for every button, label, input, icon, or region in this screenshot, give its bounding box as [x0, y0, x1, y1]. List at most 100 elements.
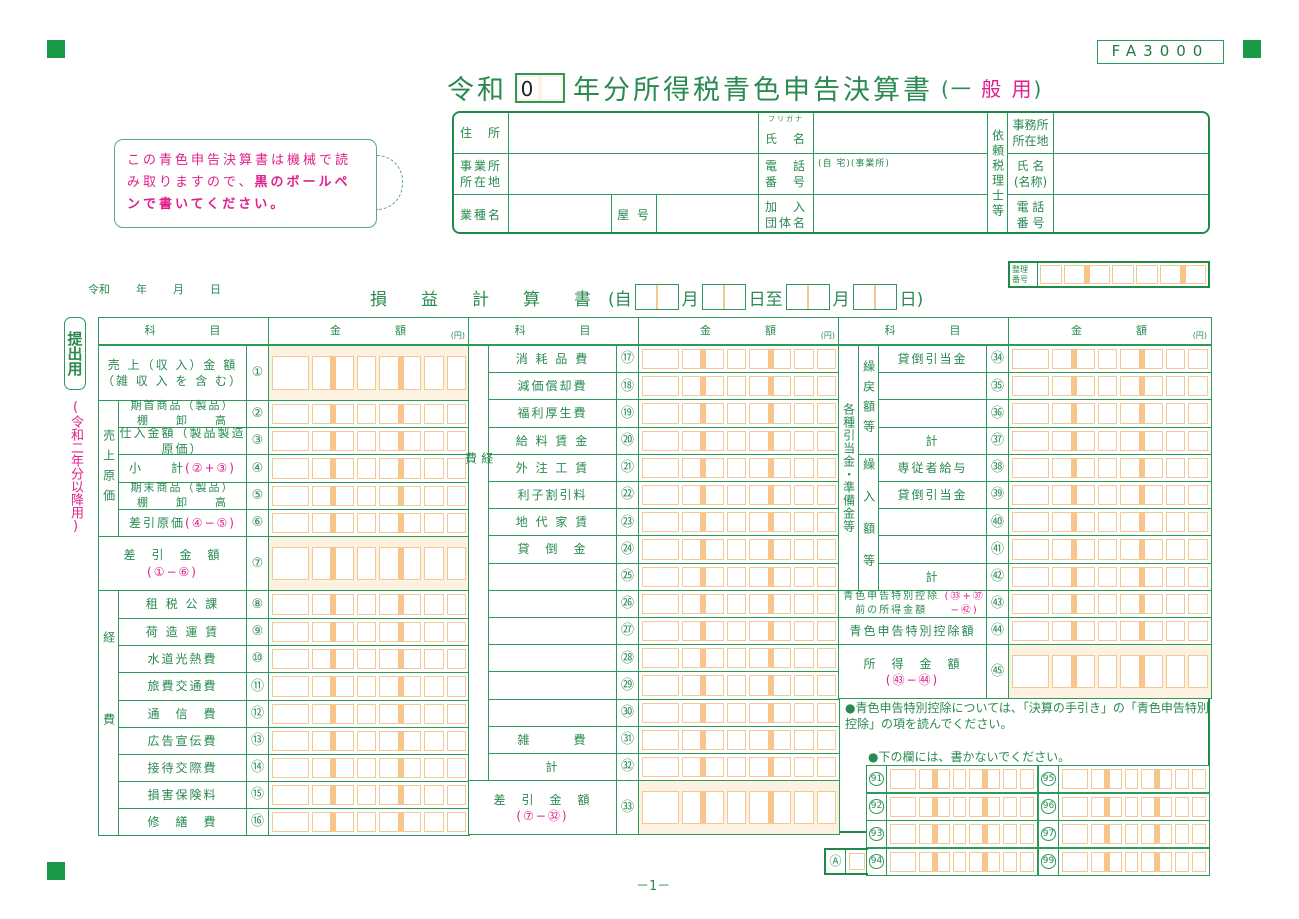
digit-box[interactable]: [379, 486, 399, 506]
digit-box[interactable]: [1003, 824, 1018, 844]
digit-box[interactable]: [356, 758, 377, 778]
digit-box[interactable]: [330, 547, 354, 580]
digit-box[interactable]: [681, 621, 702, 642]
digit-box[interactable]: [700, 457, 724, 479]
digit-box[interactable]: [1012, 376, 1050, 397]
digit-box[interactable]: [379, 547, 399, 580]
digit-box[interactable]: [767, 349, 792, 370]
digit-box[interactable]: [642, 430, 679, 451]
digit-box[interactable]: [794, 376, 814, 397]
digit-box[interactable]: [918, 824, 933, 844]
amount-input[interactable]: [638, 589, 840, 618]
digit-box[interactable]: [1097, 349, 1118, 370]
digit-box[interactable]: [379, 404, 399, 424]
digit-box[interactable]: [272, 758, 309, 778]
digit-box[interactable]: [681, 648, 702, 669]
digit-box[interactable]: [816, 675, 836, 696]
digit-box[interactable]: [749, 349, 769, 370]
amount-input[interactable]: [638, 780, 840, 836]
amount-input[interactable]: [638, 644, 840, 673]
digit-box[interactable]: [1071, 512, 1095, 533]
amount-input[interactable]: [268, 618, 470, 646]
digit-box[interactable]: [767, 593, 792, 615]
amount-input[interactable]: [268, 509, 470, 537]
digit-box[interactable]: [356, 458, 377, 479]
digit-box[interactable]: [1124, 769, 1139, 789]
digit-box[interactable]: [311, 356, 332, 390]
digit-box[interactable]: [1192, 796, 1207, 817]
ref-digit-box[interactable]: [1180, 265, 1206, 284]
digit-box[interactable]: [726, 430, 747, 451]
digit-box[interactable]: [397, 458, 422, 479]
digit-box[interactable]: [1141, 824, 1156, 844]
digit-box[interactable]: [446, 676, 466, 697]
digit-box[interactable]: [446, 812, 466, 832]
digit-box[interactable]: [379, 731, 399, 751]
amount-input[interactable]: [268, 672, 470, 701]
digit-box[interactable]: [749, 403, 769, 424]
digit-box[interactable]: [1103, 824, 1122, 844]
digit-box[interactable]: [272, 547, 309, 580]
digit-box[interactable]: [1188, 403, 1209, 424]
digit-box[interactable]: [424, 431, 444, 451]
digit-box[interactable]: [446, 458, 466, 479]
digit-box[interactable]: [969, 824, 984, 844]
digit-box[interactable]: [794, 702, 814, 723]
digit-box[interactable]: [311, 704, 332, 724]
amount-input[interactable]: [638, 345, 840, 374]
amount-input[interactable]: [1008, 372, 1212, 401]
digit-box[interactable]: [1120, 430, 1141, 451]
digit-box[interactable]: [749, 376, 769, 397]
digit-box[interactable]: [424, 785, 444, 805]
digit-box[interactable]: [446, 513, 466, 533]
amount-input[interactable]: [638, 508, 840, 537]
digit-box[interactable]: [356, 431, 377, 451]
amount-input[interactable]: [638, 453, 840, 482]
digit-box[interactable]: [1071, 457, 1095, 479]
digit-box[interactable]: [816, 512, 836, 533]
amount-input[interactable]: [268, 400, 470, 428]
amount-input[interactable]: [268, 454, 470, 483]
digit-box[interactable]: [311, 547, 332, 580]
digit-box[interactable]: [397, 431, 422, 451]
amount-input[interactable]: [638, 481, 840, 510]
digit-box[interactable]: [794, 648, 814, 669]
digit-box[interactable]: [272, 704, 309, 724]
ref-digit-box[interactable]: [1112, 265, 1134, 284]
digit-box[interactable]: [1165, 403, 1186, 424]
digit-box[interactable]: [767, 648, 792, 669]
digit-box[interactable]: [1141, 851, 1156, 872]
digit-box[interactable]: [1124, 824, 1139, 844]
digit-box[interactable]: [1120, 621, 1141, 642]
digit-box[interactable]: [767, 485, 792, 506]
digit-box[interactable]: [1139, 485, 1163, 506]
digit-box[interactable]: [700, 621, 724, 642]
digit-box[interactable]: [311, 594, 332, 615]
digit-box[interactable]: [982, 769, 1001, 789]
digit-box[interactable]: [356, 785, 377, 805]
digit-box[interactable]: [642, 648, 679, 669]
digit-box[interactable]: [1052, 430, 1072, 451]
digit-box[interactable]: [356, 486, 377, 506]
digit-box[interactable]: [1090, 796, 1105, 817]
digit-box[interactable]: [446, 356, 466, 390]
amount-input[interactable]: [886, 792, 1038, 821]
digit-box[interactable]: [1188, 539, 1209, 560]
amount-input[interactable]: [1058, 847, 1210, 876]
digit-box[interactable]: [379, 513, 399, 533]
digit-box[interactable]: [330, 486, 354, 506]
digit-box[interactable]: [700, 349, 724, 370]
digit-box[interactable]: [330, 649, 354, 669]
digit-box[interactable]: [1165, 457, 1186, 478]
amount-input[interactable]: [1008, 535, 1212, 564]
digit-box[interactable]: [749, 430, 769, 451]
digit-box[interactable]: [272, 676, 309, 697]
digit-box[interactable]: [816, 648, 836, 669]
digit-box[interactable]: [446, 486, 466, 506]
digit-box[interactable]: [1097, 655, 1118, 689]
amount-input[interactable]: [638, 617, 840, 646]
digit-box[interactable]: [681, 430, 702, 451]
digit-box[interactable]: [379, 812, 399, 832]
digit-box[interactable]: [330, 431, 354, 451]
digit-box[interactable]: [379, 356, 399, 390]
